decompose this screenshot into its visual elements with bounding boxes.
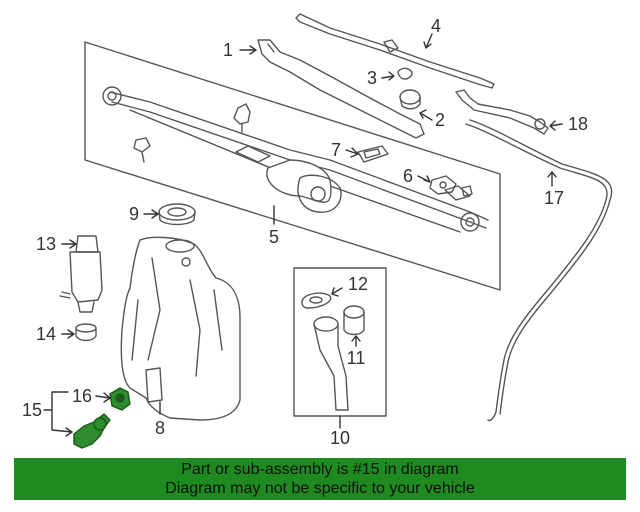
- screw-fastener: [133, 137, 151, 163]
- callout-13: 13: [36, 234, 56, 254]
- hose-connector-part-18: [455, 89, 549, 135]
- filler-ring-part-9: [158, 203, 196, 226]
- bolt-fastener: [233, 103, 251, 133]
- callout-12: 12: [348, 274, 368, 294]
- callout-9: 9: [129, 204, 139, 224]
- info-banner: Part or sub-assembly is #15 in diagram D…: [14, 458, 626, 500]
- callout-7: 7: [331, 140, 341, 160]
- filler-neck-part-10: [313, 316, 349, 411]
- callout-8: 8: [155, 418, 165, 438]
- nut-part-3: [397, 67, 413, 80]
- callout-17: 17: [544, 188, 564, 208]
- parts-diagram: 1 2 3 4 5 6 7 8 9 10 11 12 13 14 15 16 1…: [22, 13, 613, 449]
- callout-15: 15: [22, 400, 42, 420]
- banner-line-2: Diagram may not be specific to your vehi…: [165, 480, 475, 497]
- callout-labels: 1 2 3 4 5 6 7 8 9 10 11 12 13 14 15 16 1…: [22, 16, 588, 448]
- banner-line-1: Part or sub-assembly is #15 in diagram: [181, 461, 459, 478]
- wiper-arm-part-1: [257, 39, 425, 139]
- callout-leaders: [43, 33, 563, 437]
- filler-neck-box: [293, 267, 387, 417]
- filler-cap-part-11: [343, 305, 365, 336]
- callout-5: 5: [269, 227, 279, 247]
- wiper-linkage: [102, 86, 489, 233]
- callout-1: 1: [223, 40, 233, 60]
- callout-3: 3: [367, 68, 377, 88]
- seal-part-7: [357, 145, 389, 163]
- callout-11: 11: [347, 348, 366, 368]
- washer-hose-part-17: [465, 119, 613, 422]
- callout-2: 2: [435, 110, 445, 130]
- washer-pump-part-13: [59, 235, 103, 313]
- callout-14: 14: [36, 324, 56, 344]
- pivot-cap-part-2: [399, 89, 421, 110]
- cap-seal-part-12: [301, 292, 332, 309]
- nozzle-part-16: [109, 387, 131, 411]
- washer-reservoir-part-8: [120, 236, 241, 421]
- grommet-part-6: [429, 175, 473, 197]
- callout-4: 4: [431, 16, 441, 36]
- callout-16: 16: [72, 386, 92, 406]
- pump-grommet-part-14: [75, 323, 97, 342]
- wiper-blade-part-4: [295, 13, 495, 89]
- callout-10: 10: [330, 428, 350, 448]
- nozzle-assembly-part-15: [73, 413, 111, 449]
- callout-18: 18: [568, 114, 588, 134]
- callout-6: 6: [403, 166, 413, 186]
